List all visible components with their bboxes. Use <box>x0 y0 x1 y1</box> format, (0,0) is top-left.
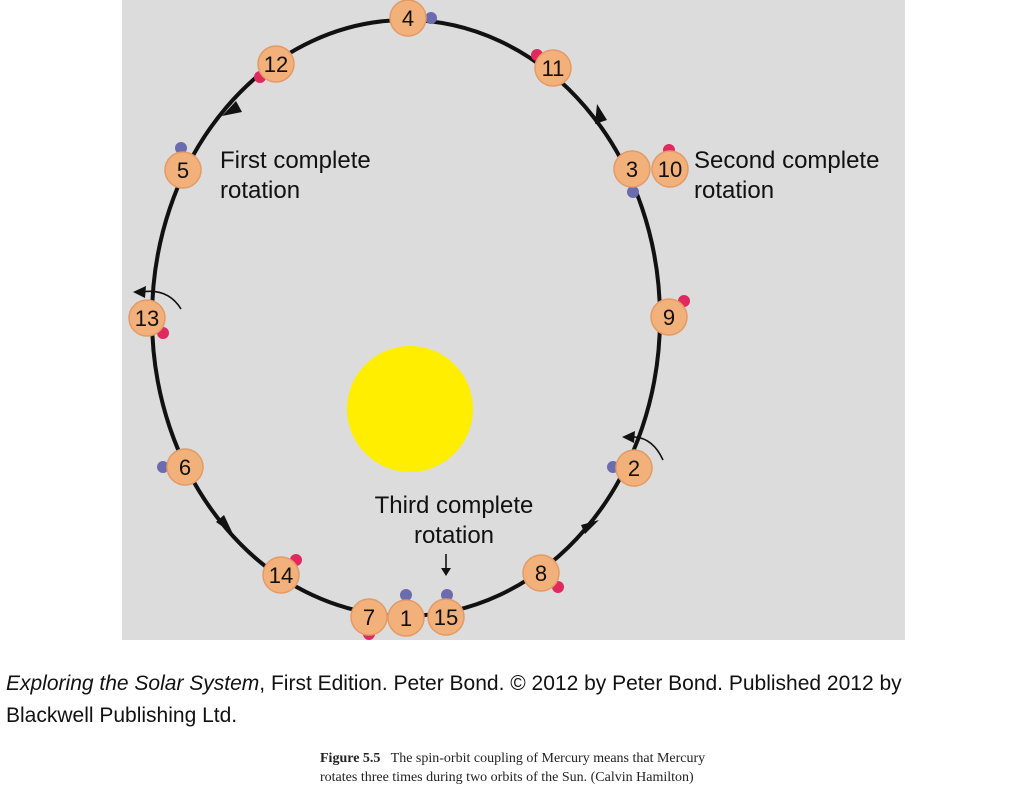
credit-book-title: Exploring the Solar System <box>6 672 260 695</box>
orbit-arrow-lower-right <box>581 520 599 534</box>
mercury-disc-1 <box>387 599 425 637</box>
mercury-position-15: 15 <box>427 589 465 636</box>
third-rotation-label-line1: Third complete <box>375 492 534 519</box>
diagram-background <box>122 0 905 640</box>
orbit-arrow-lower-left <box>216 515 233 534</box>
first-rotation-label-line2: rotation <box>220 177 300 204</box>
credit-line-1: Exploring the Solar System, First Editio… <box>6 668 1024 700</box>
mercury-position-2: 2 <box>607 449 653 487</box>
mercury-disc-7 <box>350 598 388 636</box>
mercury-position-4: 4 <box>389 0 437 37</box>
mercury-disc-10 <box>651 150 689 188</box>
first-rotation-label-line1: First complete <box>220 147 371 174</box>
figure-caption: Figure 5.5 The spin-orbit coupling of Me… <box>320 749 720 787</box>
mercury-disc-9 <box>650 298 688 336</box>
credit-line-1-rest: , First Edition. Peter Bond. © 2012 by P… <box>259 672 902 695</box>
figure-caption-label: Figure 5.5 <box>320 751 381 766</box>
mercury-position-1: 1 <box>387 589 425 637</box>
mercury-position-9: 9 <box>650 295 690 336</box>
mercury-disc-6 <box>166 448 204 486</box>
position-number-7: 7 <box>363 605 375 630</box>
position-number-1: 1 <box>400 606 412 631</box>
position-number-10: 10 <box>658 157 682 182</box>
mercury-position-6: 6 <box>157 448 204 486</box>
mercury-position-13: 13 <box>128 299 169 339</box>
third-rotation-label-line2: rotation <box>414 522 494 549</box>
mercury-orbit-diagram: First complete rotation Second complete … <box>122 0 905 640</box>
rotation-arrowhead-13 <box>133 286 146 298</box>
surface-marker-6 <box>157 461 169 473</box>
rotation-arrowhead-2 <box>622 431 635 443</box>
surface-marker-3 <box>627 186 639 198</box>
mercury-position-7: 7 <box>350 598 388 640</box>
mercury-position-14: 14 <box>262 554 302 594</box>
position-number-14: 14 <box>269 563 293 588</box>
mercury-position-8: 8 <box>522 554 564 593</box>
position-number-5: 5 <box>177 158 189 183</box>
position-number-15: 15 <box>434 605 458 630</box>
book-credit: Exploring the Solar System, First Editio… <box>6 668 1024 732</box>
surface-marker-15 <box>441 589 453 601</box>
figure-caption-text: The spin-orbit coupling of Mercury means… <box>320 751 706 785</box>
position-number-4: 4 <box>402 6 414 31</box>
orbit-arrow-upper-right <box>595 104 607 124</box>
mercury-disc-5 <box>164 151 202 189</box>
mercury-position-3: 3 <box>613 150 651 198</box>
orbit-direction-arrows <box>216 101 607 534</box>
mercury-disc-2 <box>615 449 653 487</box>
third-rotation-pointer-head <box>441 568 451 576</box>
second-rotation-label-line2: rotation <box>694 177 774 204</box>
mercury-disc-3 <box>613 150 651 188</box>
rotation-arrows <box>133 286 664 576</box>
credit-line-2: Blackwell Publishing Ltd. <box>6 704 238 727</box>
sun <box>347 346 473 472</box>
surface-marker-1 <box>400 589 412 601</box>
position-number-9: 9 <box>663 305 675 330</box>
position-number-11: 11 <box>542 56 565 81</box>
position-number-13: 13 <box>135 306 159 331</box>
mercury-disc-15 <box>427 598 465 636</box>
mercury-position-5: 5 <box>164 142 202 189</box>
surface-marker-4 <box>425 12 437 24</box>
mercury-disc-11 <box>534 49 572 87</box>
mercury-position-11: 11 <box>531 49 572 87</box>
position-number-12: 12 <box>264 52 288 77</box>
position-number-8: 8 <box>535 561 547 586</box>
mercury-position-12: 12 <box>254 45 295 83</box>
mercury-disc-8 <box>522 554 560 592</box>
position-number-2: 2 <box>628 456 640 481</box>
second-rotation-label-line1: Second complete <box>694 147 879 174</box>
position-number-3: 3 <box>626 157 638 182</box>
mercury-disc-12 <box>257 45 295 83</box>
rotation-arrow-13 <box>141 290 182 310</box>
mercury-disc-13 <box>128 299 166 337</box>
position-number-6: 6 <box>179 455 191 480</box>
mercury-position-10: 10 <box>651 144 689 188</box>
mercury-disc-14 <box>262 556 300 594</box>
orbit-arrow-upper-left <box>222 101 242 116</box>
mercury-disc-4 <box>389 0 427 37</box>
surface-marker-5 <box>175 142 187 154</box>
